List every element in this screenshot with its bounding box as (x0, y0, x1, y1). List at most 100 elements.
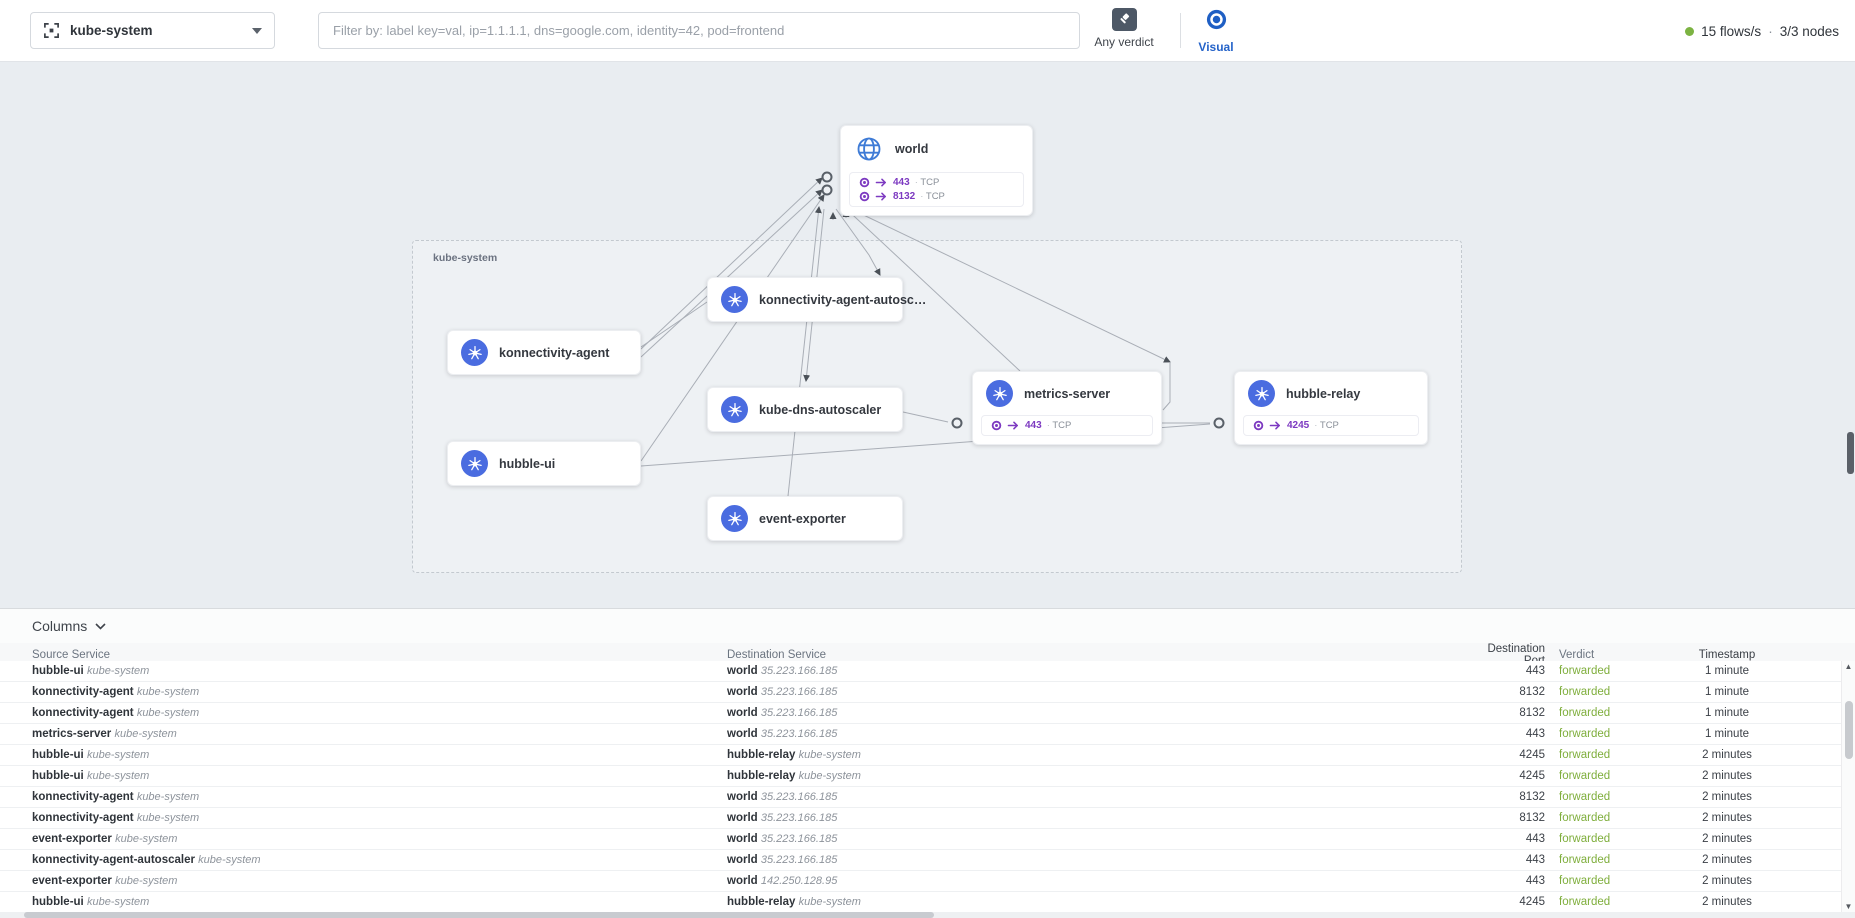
service-map: kube-system (0, 62, 1855, 608)
namespace-icon (44, 23, 59, 38)
source-service-name: metrics-server (32, 728, 112, 740)
node-hubble-relay[interactable]: hubble-relay 4245 TCP (1234, 371, 1428, 445)
visual-mode-button[interactable]: Visual (1173, 8, 1259, 54)
destination-port: 443 (1525, 854, 1545, 866)
source-namespace: kube-system (136, 791, 200, 803)
destination-namespace: kube-system (798, 896, 861, 908)
flow-row[interactable]: event-exporter kube-system world 142.250… (0, 871, 1855, 892)
top-toolbar: kube-system Any verdict (0, 0, 1855, 62)
port-number: 443 (1025, 420, 1042, 431)
header-verdict[interactable]: Verdict (1559, 649, 1595, 661)
header-destination-service[interactable]: Destination Service (727, 649, 827, 661)
namespace-select[interactable]: kube-system (30, 12, 275, 49)
node-label: hubble-relay (1286, 386, 1361, 401)
flow-row[interactable]: hubble-ui kube-system hubble-relay kube-… (0, 892, 1855, 913)
timestamp-value: 1 minute (1704, 665, 1750, 677)
scroll-up-icon[interactable]: ▲ (1844, 662, 1853, 671)
flow-row[interactable]: hubble-ui kube-system world 35.223.166.1… (0, 661, 1855, 682)
destination-service-name: world (727, 665, 758, 677)
flow-destination: hubble-relay kube-system (727, 770, 1467, 782)
destination-port: 443 (1525, 833, 1545, 845)
kubernetes-icon (721, 286, 748, 313)
source-namespace: kube-system (198, 854, 261, 866)
node-konnectivity-agent-autoscaler[interactable]: konnectivity-agent-autosc… (707, 277, 926, 322)
flow-source: hubble-ui kube-system (32, 896, 727, 908)
destination-namespace: 35.223.166.185 (760, 833, 838, 845)
flow-row[interactable]: metrics-server kube-system world 35.223.… (0, 724, 1855, 745)
source-service-name: event-exporter (32, 833, 112, 845)
source-namespace: kube-system (115, 875, 178, 887)
destination-namespace: 35.223.166.185 (760, 707, 838, 719)
kubernetes-icon (1248, 380, 1275, 407)
destination-service-name: world (727, 875, 758, 887)
table-header-row: Source Service Destination Service Desti… (0, 643, 1855, 667)
node-kube-dns-autoscaler[interactable]: kube-dns-autoscaler (707, 387, 903, 432)
source-namespace: kube-system (86, 770, 150, 782)
flow-destination: world 35.223.166.185 (727, 791, 1467, 803)
kubernetes-icon (721, 505, 748, 532)
source-service-name: hubble-ui (32, 896, 84, 908)
flow-destination: world 35.223.166.185 (727, 728, 1467, 740)
flow-row[interactable]: hubble-ui kube-system hubble-relay kube-… (0, 745, 1855, 766)
destination-service-name: hubble-relay (727, 749, 796, 761)
flow-source: konnectivity-agent kube-system (32, 812, 727, 824)
node-konnectivity-agent[interactable]: konnectivity-agent (447, 330, 641, 375)
port-number: 443 (893, 177, 910, 188)
flow-filter-input[interactable] (318, 12, 1080, 49)
header-timestamp[interactable]: Timestamp (1698, 649, 1756, 661)
flow-row[interactable]: konnectivity-agent kube-system world 35.… (0, 682, 1855, 703)
port-protocol: TCP (1047, 420, 1071, 431)
kubernetes-icon (461, 339, 488, 366)
flow-row[interactable]: hubble-ui kube-system hubble-relay kube-… (0, 766, 1855, 787)
destination-port: 443 (1525, 665, 1545, 677)
flow-row[interactable]: konnectivity-agent-autoscaler kube-syste… (0, 850, 1855, 871)
port-row: 443 TCP (859, 177, 1014, 188)
verdict-filter-button[interactable]: Any verdict (1081, 8, 1167, 49)
node-hubble-ui[interactable]: hubble-ui (447, 441, 641, 486)
node-world[interactable]: world 443 TCP 8132 TCP (840, 125, 1033, 216)
port-protocol: TCP (920, 191, 945, 202)
flow-row[interactable]: konnectivity-agent kube-system world 35.… (0, 787, 1855, 808)
header-source-service[interactable]: Source Service (32, 649, 110, 661)
source-namespace: kube-system (86, 896, 150, 908)
port-row: 4245 TCP (1253, 420, 1409, 431)
destination-port: 8132 (1519, 707, 1545, 719)
flow-source: metrics-server kube-system (32, 728, 727, 740)
columns-dropdown-button[interactable]: Columns (32, 618, 106, 634)
node-ports: 443 TCP (981, 415, 1153, 436)
flow-destination: world 142.250.128.95 (727, 875, 1467, 887)
destination-service-name: world (727, 833, 758, 845)
node-label: kube-dns-autoscaler (759, 402, 882, 417)
destination-service-name: hubble-relay (727, 770, 796, 782)
destination-namespace: kube-system (798, 749, 861, 761)
destination-service-name: world (727, 707, 758, 719)
timestamp-value: 2 minutes (1702, 812, 1752, 824)
table-scrollbar[interactable]: ▲ ▼ (1841, 661, 1855, 913)
destination-namespace: 35.223.166.185 (760, 728, 838, 740)
node-ports: 443 TCP 8132 TCP (849, 172, 1024, 207)
timestamp-value: 2 minutes (1702, 791, 1752, 803)
page-scrollbar-thumb[interactable] (1847, 432, 1854, 474)
scroll-down-icon[interactable]: ▼ (1844, 902, 1853, 911)
destination-service-name: world (727, 854, 758, 866)
table-scrollbar-thumb[interactable] (1844, 701, 1853, 759)
flow-source: konnectivity-agent kube-system (32, 707, 727, 719)
chevron-down-icon (252, 27, 262, 34)
flow-destination: world 35.223.166.185 (727, 833, 1467, 845)
flow-row[interactable]: konnectivity-agent kube-system world 35.… (0, 703, 1855, 724)
flow-row[interactable]: konnectivity-agent kube-system world 35.… (0, 808, 1855, 829)
flow-row[interactable]: event-exporter kube-system world 35.223.… (0, 829, 1855, 850)
verdict-value: forwarded (1559, 812, 1611, 824)
columns-button-label: Columns (32, 618, 88, 634)
verdict-value: forwarded (1559, 770, 1611, 782)
horizontal-scrollbar-thumb[interactable] (24, 912, 934, 918)
flow-destination: world 35.223.166.185 (727, 707, 1467, 719)
node-label: metrics-server (1024, 386, 1111, 401)
port-number: 4245 (1287, 420, 1310, 431)
node-metrics-server[interactable]: metrics-server 443 TCP (972, 371, 1162, 445)
node-event-exporter[interactable]: event-exporter (707, 496, 903, 541)
source-namespace: kube-system (136, 686, 200, 698)
horizontal-scrollbar[interactable] (0, 912, 1855, 918)
source-service-name: konnectivity-agent (32, 686, 134, 698)
